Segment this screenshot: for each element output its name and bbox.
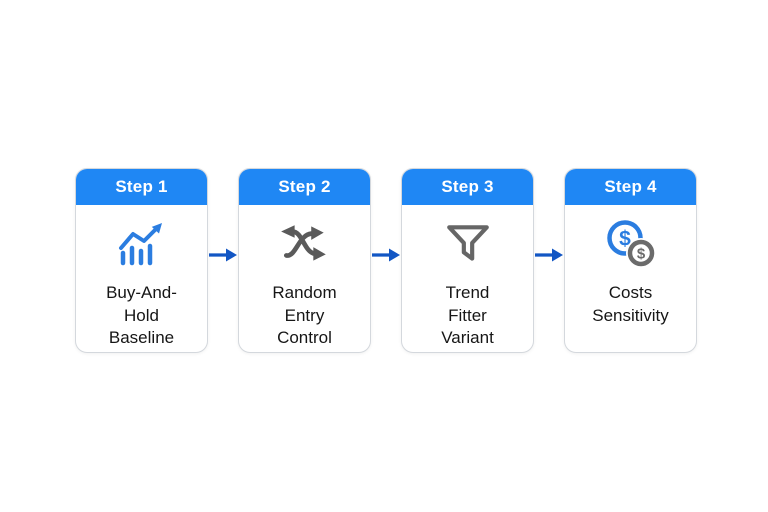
step-label-line: Trend [445,283,490,302]
step-header: Step 3 [402,169,533,205]
dollar-coins-icon: $ $ [606,220,656,268]
step-header: Step 4 [565,169,696,205]
chart-uptrend-icon [118,223,162,266]
flow-arrow-icon [534,247,564,263]
step-header: Step 1 [76,169,207,205]
shuffle-icon [280,225,326,261]
step-label-line: Random [272,283,337,302]
step-label-line: Fitter [448,305,487,325]
step-label-line: Hold [124,305,159,325]
blue-coin-dollar: $ [619,228,631,251]
flow-arrow-icon [208,247,238,263]
step-icon-wrap [278,207,332,281]
funnel-icon [446,225,489,261]
step-label-line: Sensitivity [592,305,669,325]
step-label-line: Variant [441,328,494,347]
step-icon-wrap [116,207,168,281]
step-icon-wrap: $ $ [602,207,660,281]
step-label-line: Baseline [108,328,175,347]
flow-arrow-icon [371,247,401,263]
step-label-line: Entry [284,305,325,325]
step-label-line: Control [277,328,332,347]
step-header: Step 2 [239,169,370,205]
step-label-line: Buy-And- [106,283,177,302]
step-icon-wrap [443,207,493,281]
step-label-line: Costs [608,283,653,302]
gray-coin-dollar: $ [636,246,645,263]
